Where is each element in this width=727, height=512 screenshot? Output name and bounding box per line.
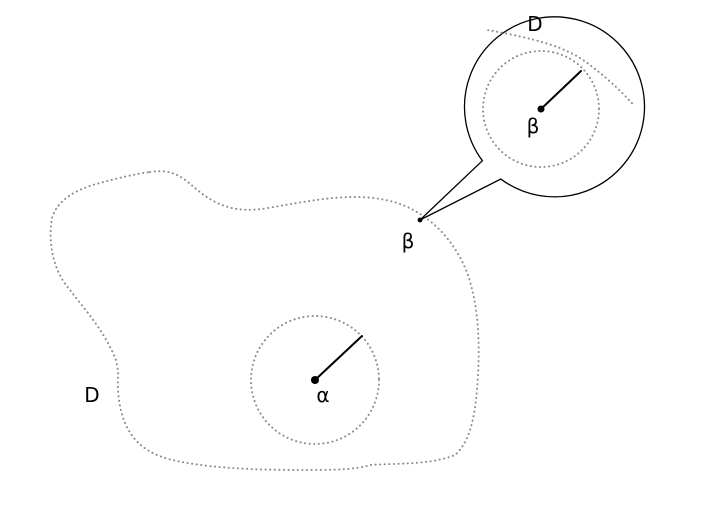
interior-point-alpha (311, 376, 319, 384)
zoomed-radius-line (540, 70, 582, 110)
interior-radius-line (314, 335, 363, 381)
region-label: D (84, 383, 99, 407)
zoom-region-label: D (527, 12, 542, 36)
zoomed-neighborhood-circle (482, 50, 600, 168)
zoomed-region-boundary (487, 29, 635, 113)
zoomed-point-beta (537, 105, 545, 113)
region-boundary (49, 170, 480, 472)
magnifier-callout (419, 16, 646, 221)
zoom-beta-label: β (527, 114, 540, 138)
alpha-label: α (316, 383, 329, 407)
beta-label: β (402, 229, 415, 253)
interior-neighborhood-circle (250, 315, 380, 445)
